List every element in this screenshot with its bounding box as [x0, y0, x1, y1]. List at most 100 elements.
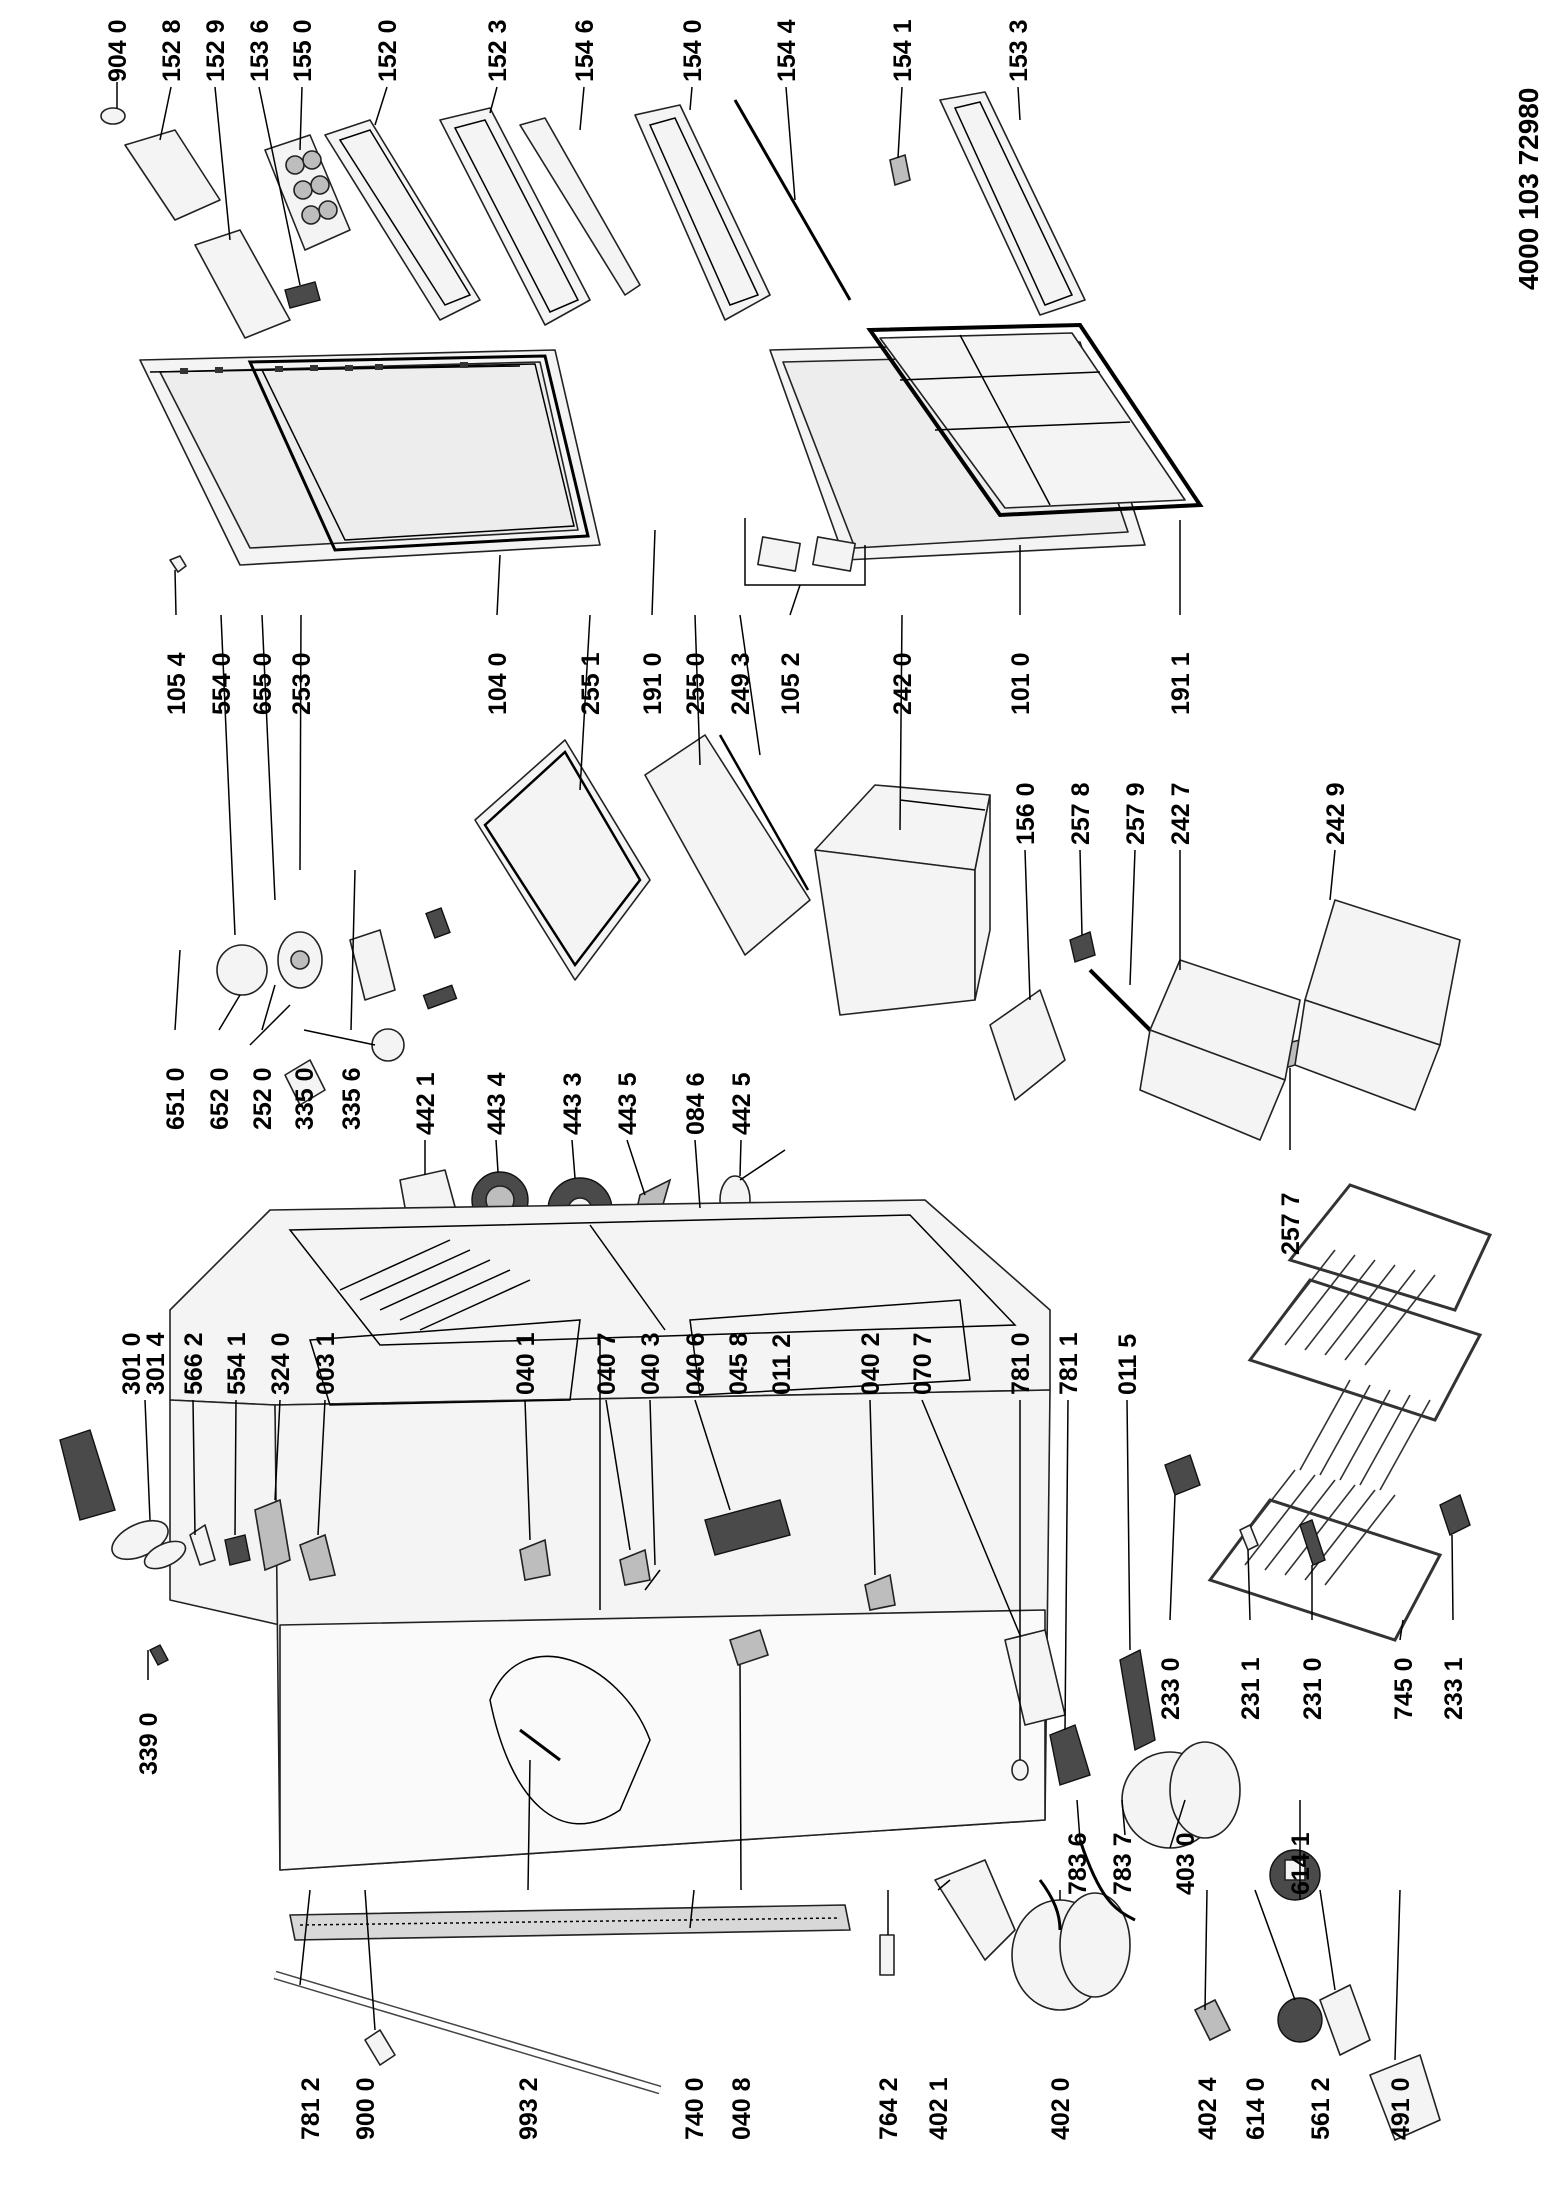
part-label-255-1: 255 1 [577, 652, 605, 715]
part-label-443-3: 443 3 [559, 1072, 587, 1135]
condenser-and-tubing [273, 1904, 895, 2095]
part-label-040-2: 040 2 [857, 1332, 885, 1395]
part-label-740-0: 740 0 [681, 2077, 709, 2140]
fridge-door [139, 349, 601, 566]
part-label-900-0: 900 0 [352, 2077, 380, 2140]
part-label-040-7: 040 7 [593, 1332, 621, 1395]
part-label-045-8: 045 8 [725, 1332, 753, 1395]
part-label-040-3: 040 3 [637, 1332, 665, 1395]
part-label-105-4: 105 4 [163, 652, 191, 715]
part-label-783-7: 783 7 [1109, 1832, 1137, 1895]
door-balconies [100, 91, 1086, 339]
part-label-101-0: 101 0 [1007, 652, 1035, 715]
cabinet-body [169, 1199, 1051, 1871]
part-label-257-7: 257 7 [1277, 1192, 1305, 1255]
part-label-442-5: 442 5 [728, 1072, 756, 1135]
part-label-003-1: 003 1 [312, 1332, 340, 1395]
part-label-233-0: 233 0 [1157, 1657, 1185, 1720]
freezer-door [769, 322, 1204, 561]
part-label-443-4: 443 4 [483, 1072, 511, 1135]
part-label-152-3: 152 3 [484, 19, 512, 82]
part-label-155-0: 155 0 [289, 19, 317, 82]
part-label-011-2: 011 2 [768, 1334, 796, 1395]
part-label-156-0: 156 0 [1012, 782, 1040, 845]
door-hinge-holes [180, 362, 468, 374]
part-label-011-5: 011 5 [1114, 1334, 1142, 1395]
part-label-242-9: 242 9 [1322, 782, 1350, 845]
thermostat-lamp-cluster [216, 907, 458, 1106]
part-label-335-0: 335 0 [291, 1067, 319, 1130]
part-label-655-0: 655 0 [249, 652, 277, 715]
part-label-153-3: 153 3 [1005, 19, 1033, 82]
drawing-reference-number: 4000 103 72980 [1513, 88, 1544, 290]
part-label-152-8: 152 8 [158, 19, 186, 82]
part-label-402-1: 402 1 [925, 2077, 953, 2140]
cabinet-top-hardware [59, 1429, 896, 1666]
part-label-651-0: 651 0 [162, 1067, 190, 1130]
part-label-566-2: 566 2 [180, 1332, 208, 1395]
part-label-561-2: 561 2 [1307, 2077, 1335, 2140]
part-label-231-0: 231 0 [1299, 1657, 1327, 1720]
part-label-255-0: 255 0 [682, 652, 710, 715]
part-label-324-0: 324 0 [267, 1332, 295, 1395]
part-label-554-1: 554 1 [223, 1332, 251, 1395]
part-label-233-1: 233 1 [1440, 1657, 1468, 1720]
part-label-904-0: 904 0 [104, 19, 132, 82]
part-label-781-1: 781 1 [1055, 1332, 1083, 1395]
part-label-040-8: 040 8 [728, 2077, 756, 2140]
part-label-040-1: 040 1 [512, 1332, 540, 1395]
part-label-154-1: 154 1 [889, 19, 917, 82]
part-label-249-3: 249 3 [727, 652, 755, 715]
part-label-781-2: 781 2 [297, 2077, 325, 2140]
part-label-040-6: 040 6 [682, 1332, 710, 1395]
part-label-442-1: 442 1 [412, 1072, 440, 1135]
part-label-154-6: 154 6 [571, 19, 599, 82]
part-label-554-0: 554 0 [208, 652, 236, 715]
part-label-614-0: 614 0 [1242, 2077, 1270, 2140]
part-label-153-6: 153 6 [246, 19, 274, 82]
part-label-191-0: 191 0 [639, 652, 667, 715]
part-label-104-0: 104 0 [484, 652, 512, 715]
part-label-614-1: 614 1 [1287, 1832, 1315, 1895]
part-label-070-7: 070 7 [909, 1332, 937, 1395]
hinge-set [169, 518, 866, 586]
glass-shelves [474, 734, 811, 981]
part-label-301-4: 301 4 [142, 1332, 170, 1395]
part-label-152-9: 152 9 [202, 19, 230, 82]
part-label-781-0: 781 0 [1007, 1332, 1035, 1395]
part-label-253-0: 253 0 [288, 652, 316, 715]
part-label-242-7: 242 7 [1167, 782, 1195, 845]
part-label-301-0: 301 0 [118, 1332, 146, 1395]
part-label-105-2: 105 2 [777, 652, 805, 715]
freezer-baskets [1139, 899, 1461, 1141]
part-label-652-0: 652 0 [206, 1067, 234, 1130]
part-label-783-6: 783 6 [1064, 1832, 1092, 1895]
part-label-154-4: 154 4 [773, 19, 801, 82]
part-label-335-6: 335 6 [338, 1067, 366, 1130]
part-label-252-0: 252 0 [249, 1067, 277, 1130]
crisper-drawer-242-0 [814, 784, 991, 1016]
part-label-231-1: 231 1 [1237, 1657, 1265, 1720]
part-label-242-0: 242 0 [889, 652, 917, 715]
part-label-152-0: 152 0 [374, 19, 402, 82]
part-label-745-0: 745 0 [1390, 1657, 1418, 1720]
part-label-403-0: 403 0 [1172, 1832, 1200, 1895]
part-drawings [59, 91, 1493, 2141]
part-label-154-0: 154 0 [679, 19, 707, 82]
part-number-labels: 904 0 152 8 152 9 153 6 155 0 152 0 152 … [104, 19, 1544, 2140]
part-label-257-8: 257 8 [1067, 782, 1095, 845]
part-label-084-6: 084 6 [682, 1072, 710, 1135]
part-label-402-4: 402 4 [1194, 2077, 1222, 2140]
part-label-191-1: 191 1 [1167, 652, 1195, 715]
freezer-wire-shelves [1164, 1183, 1493, 1642]
part-label-443-5: 443 5 [614, 1072, 642, 1135]
part-label-257-9: 257 9 [1122, 782, 1150, 845]
part-label-764-2: 764 2 [875, 2077, 903, 2140]
compressors [934, 1741, 1441, 2141]
part-label-993-2: 993 2 [515, 2077, 543, 2140]
part-label-339-0: 339 0 [135, 1712, 163, 1775]
part-label-402-0: 402 0 [1047, 2077, 1075, 2140]
part-label-491-0: 491 0 [1387, 2077, 1415, 2140]
leader-lines [116, 82, 1454, 2061]
